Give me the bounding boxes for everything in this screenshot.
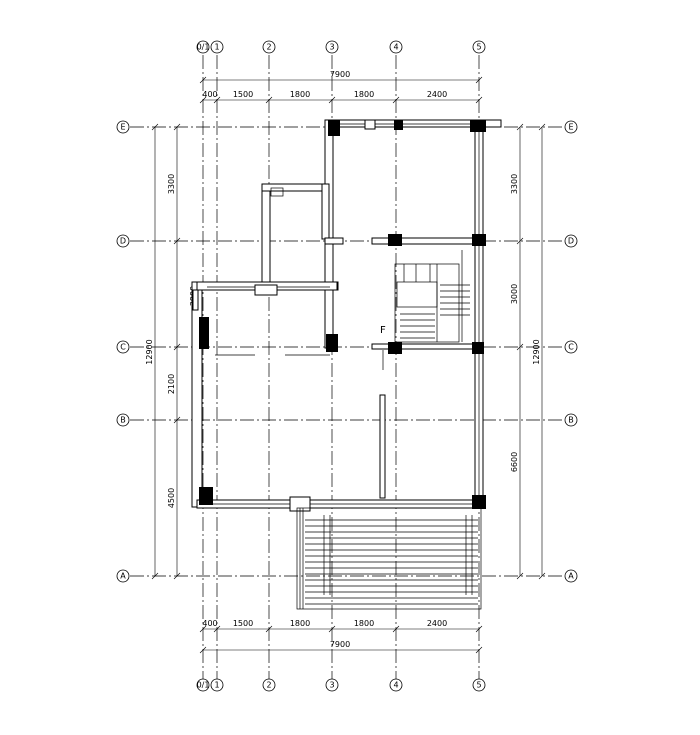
axis-label-top-3: 3 (329, 43, 334, 52)
axis-bubbles-left: E D C B A (116, 120, 130, 583)
dim-top-seg-3: 1800 (290, 90, 310, 99)
axis-label-left-b: B (120, 416, 126, 425)
dim-right-seg-2: 3000 (510, 284, 519, 304)
dim-left-seg-1: 3300 (167, 174, 176, 194)
column-a1 (199, 487, 213, 505)
axis-label-right-c: C (568, 343, 574, 352)
dim-top-seg-1: 400 (202, 90, 217, 99)
column-e5 (470, 120, 486, 132)
axis-label-bottom-2: 2 (266, 681, 271, 690)
dim-bottom-seg-4: 1800 (354, 619, 374, 628)
axis-label-left-a: A (120, 572, 126, 581)
dim-right-seg-1: 3300 (510, 174, 519, 194)
axis-label-bottom-3: 3 (329, 681, 334, 690)
axis-label-left-d: D (120, 237, 126, 246)
dim-left-seg-4: 4500 (167, 488, 176, 508)
dimension-bottom: 400 1500 1800 1800 2400 7900 (199, 619, 483, 654)
dim-right-total: 12900 (532, 339, 541, 364)
walls (191, 119, 502, 512)
terrace-hatching (296, 507, 482, 610)
dimension-right: 3300 3000 6600 12900 (510, 123, 546, 580)
dim-top-total: 7900 (330, 70, 350, 79)
dim-top-seg-4: 1800 (354, 90, 374, 99)
stair-mark-label: F (380, 325, 386, 336)
dim-bottom-seg-2: 1500 (233, 619, 253, 628)
axis-label-top-01: 0/1 (197, 43, 210, 52)
axis-bubbles-bottom: 0/1 1 2 3 4 5 (197, 678, 486, 692)
column-a5 (472, 495, 486, 509)
dim-left-total: 12900 (145, 339, 154, 364)
column-e3 (328, 120, 340, 136)
axis-label-top-4: 4 (393, 43, 398, 52)
axis-label-bottom-5: 5 (476, 681, 481, 690)
structural-columns (199, 120, 486, 509)
dim-bottom-total: 7900 (330, 640, 350, 649)
column-d5 (472, 234, 486, 246)
column-c3 (326, 334, 338, 352)
axis-label-right-a: A (568, 572, 574, 581)
axis-bubbles-top: 0/1 1 2 3 4 5 (197, 40, 486, 54)
column-c1 (199, 317, 209, 349)
dim-bottom-seg-1: 400 (202, 619, 217, 628)
column-e4 (394, 120, 403, 130)
dim-left-seg-3: 2100 (167, 374, 176, 394)
staircase: F (380, 250, 470, 343)
dimension-left: 12900 3300 3900 2100 4500 (145, 123, 198, 580)
axis-label-top-2: 2 (266, 43, 271, 52)
axis-label-left-e: E (120, 123, 125, 132)
column-d4 (388, 234, 402, 246)
dim-top-seg-5: 2400 (427, 90, 447, 99)
axis-label-right-d: D (568, 237, 574, 246)
dim-bottom-seg-5: 2400 (427, 619, 447, 628)
dim-top-seg-2: 1500 (233, 90, 253, 99)
axis-label-right-b: B (568, 416, 574, 425)
axis-label-left-c: C (120, 343, 126, 352)
axis-label-top-1: 1 (214, 43, 219, 52)
axis-bubbles-right: E D C B A (564, 120, 578, 583)
axis-label-bottom-1: 1 (214, 681, 219, 690)
axis-label-bottom-01: 0/1 (197, 681, 210, 690)
axis-label-bottom-4: 4 (393, 681, 398, 690)
dim-right-seg-3: 6600 (510, 452, 519, 472)
column-c4 (388, 342, 402, 354)
axis-label-top-5: 5 (476, 43, 481, 52)
axis-label-right-e: E (568, 123, 573, 132)
dim-bottom-seg-3: 1800 (290, 619, 310, 628)
column-c5 (472, 342, 484, 354)
dimension-top: 7900 400 1500 1800 1800 2400 (199, 70, 483, 104)
